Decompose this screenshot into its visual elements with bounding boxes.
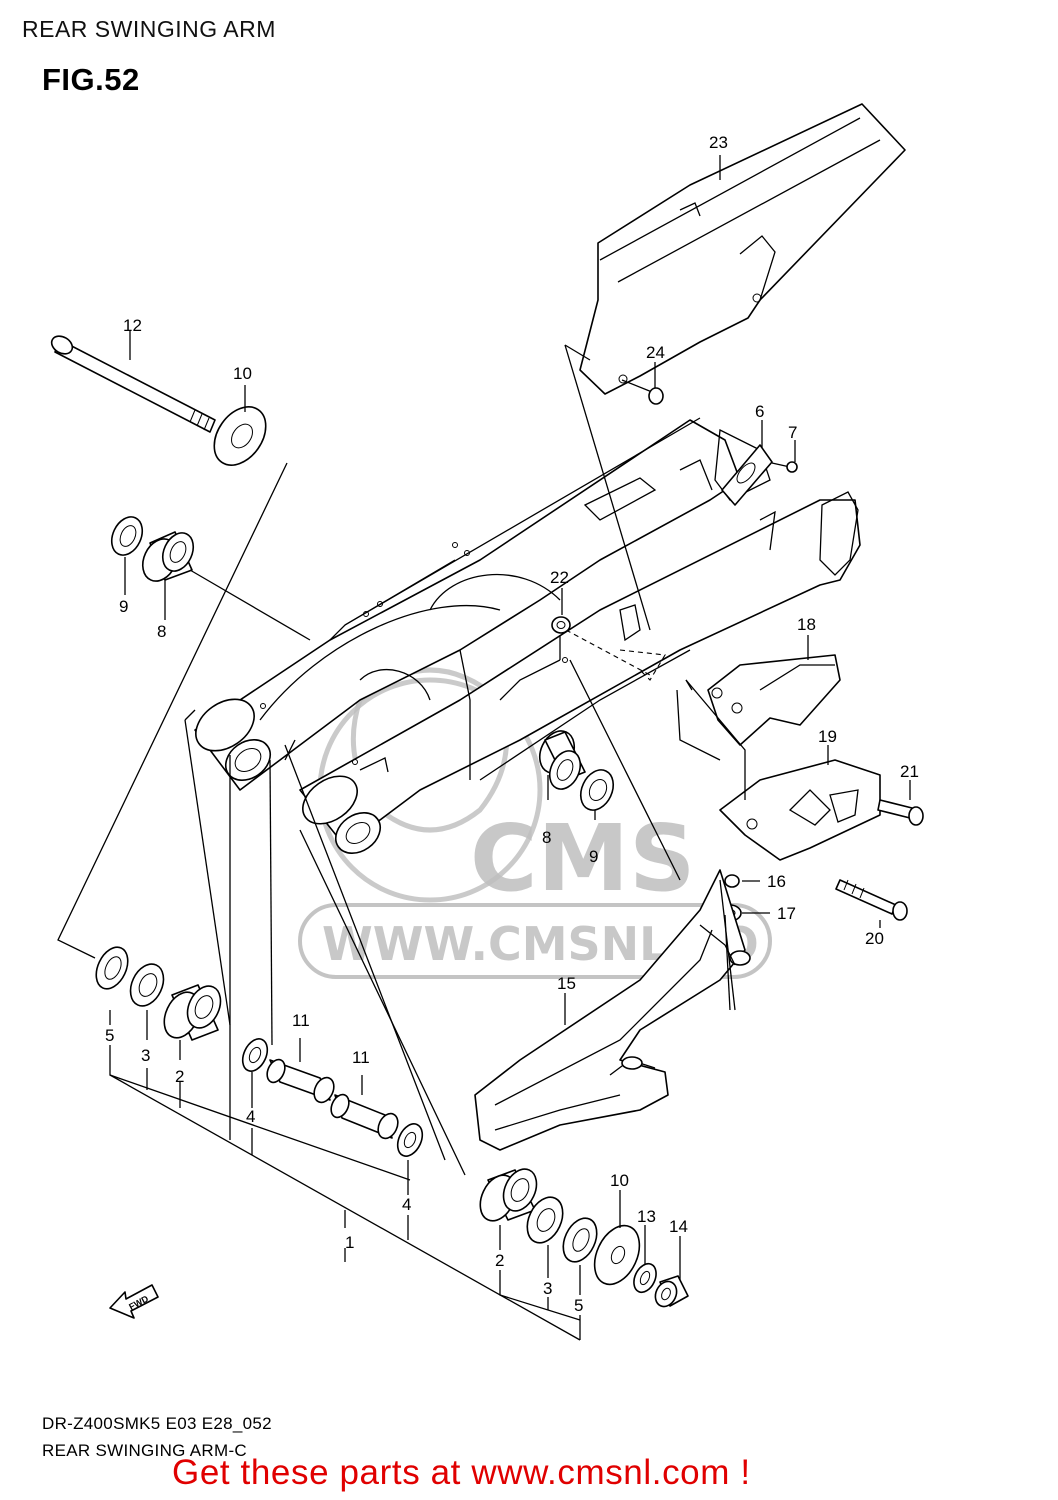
callout-23: 23 — [709, 133, 728, 152]
callout-13: 13 — [637, 1207, 656, 1226]
callout-21: 21 — [900, 762, 919, 781]
bearing-3-left-part[interactable] — [124, 959, 170, 1012]
watermark-brand: CMS — [470, 805, 695, 912]
callout-24: 24 — [646, 343, 665, 362]
callout-6: 6 — [755, 402, 764, 421]
callout-5: 5 — [105, 1026, 114, 1045]
callout-15: 15 — [557, 974, 576, 993]
nut-14-part[interactable] — [651, 1275, 689, 1310]
adjuster-6-part[interactable] — [721, 444, 773, 506]
callout-16: 16 — [767, 872, 786, 891]
callout-labels: 1 2 2 3 3 4 4 5 5 6 7 8 8 9 9 10 10 11 1… — [105, 133, 919, 1315]
screw-16-part[interactable] — [724, 874, 740, 888]
callout-4: 4 — [246, 1107, 255, 1126]
callout-17: 17 — [777, 904, 796, 923]
bolt-24-part[interactable] — [621, 379, 664, 405]
callout-2: 2 — [175, 1067, 184, 1086]
callout-11: 11 — [292, 1011, 310, 1030]
callout-8: 8 — [542, 828, 551, 847]
bolt-21-part[interactable] — [877, 799, 924, 826]
page-title: REAR SWINGING ARM — [22, 16, 276, 42]
seal-5-left-part[interactable] — [90, 942, 134, 994]
bearing-3-right-part[interactable] — [520, 1191, 569, 1248]
nut-22-part[interactable] — [551, 616, 571, 634]
figure-number: FIG.52 — [42, 62, 140, 97]
bolt-7-part[interactable] — [771, 461, 798, 473]
callout-8: 8 — [157, 622, 166, 641]
chain-guide-18-part[interactable] — [707, 654, 841, 746]
pivot-bolt-12-part[interactable] — [48, 333, 216, 433]
callout-3: 3 — [543, 1279, 552, 1298]
bearing-8-right-part[interactable] — [533, 725, 586, 794]
watermark: CMS WWW.CMSNL.CO — [298, 667, 772, 979]
sleeve-11-upper-part[interactable] — [264, 1057, 338, 1106]
callout-7: 7 — [788, 423, 797, 442]
callout-4: 4 — [402, 1195, 411, 1214]
washer-4-upper-part[interactable] — [238, 1035, 272, 1075]
diagram-subtitle: REAR SWINGING ARM-C — [42, 1441, 247, 1460]
swingarm-body-part[interactable] — [186, 417, 861, 862]
chain-case-part[interactable] — [579, 103, 906, 395]
buy-parts-link[interactable]: Get these parts at www.cmsnl.com ! — [172, 1453, 751, 1492]
callout-20: 20 — [865, 929, 884, 948]
callout-19: 19 — [818, 727, 837, 746]
seal-9-upper-part[interactable] — [106, 512, 148, 560]
callout-5: 5 — [574, 1296, 583, 1315]
bearing-8-upper-part[interactable] — [136, 528, 199, 587]
callout-1: 1 — [345, 1233, 354, 1252]
callout-3: 3 — [141, 1046, 150, 1065]
bearing-2-left-part[interactable] — [157, 981, 227, 1044]
callout-14: 14 — [669, 1217, 688, 1236]
seal-9-right-part[interactable] — [575, 765, 620, 816]
bearing-2-right-part[interactable] — [473, 1164, 543, 1227]
callout-12: 12 — [123, 316, 142, 335]
callout-10: 10 — [610, 1171, 629, 1190]
washer-10-bottom-part[interactable] — [586, 1218, 648, 1291]
callout-22: 22 — [550, 568, 569, 587]
washer-10-top-part[interactable] — [204, 397, 277, 475]
callout-11: 11 — [352, 1048, 370, 1067]
callout-10: 10 — [233, 364, 252, 383]
leader-lines — [57, 155, 911, 1341]
guide-plate-19-part[interactable] — [719, 759, 881, 861]
diagram-code: DR-Z400SMK5 E03 E28_052 — [42, 1414, 272, 1433]
seal-5-right-part[interactable] — [557, 1213, 604, 1267]
bolt-20-part[interactable] — [835, 879, 908, 921]
washer-4-lower-part[interactable] — [393, 1120, 427, 1160]
callout-18: 18 — [797, 615, 816, 634]
callout-9: 9 — [119, 597, 128, 616]
callout-9: 9 — [589, 847, 598, 866]
sleeve-11-lower-part[interactable] — [328, 1092, 402, 1142]
chain-slider-15-part[interactable] — [474, 869, 751, 1151]
callout-2: 2 — [495, 1251, 504, 1270]
washer-13-part[interactable] — [630, 1260, 661, 1296]
forward-arrow-icon: FWD — [109, 1284, 159, 1319]
